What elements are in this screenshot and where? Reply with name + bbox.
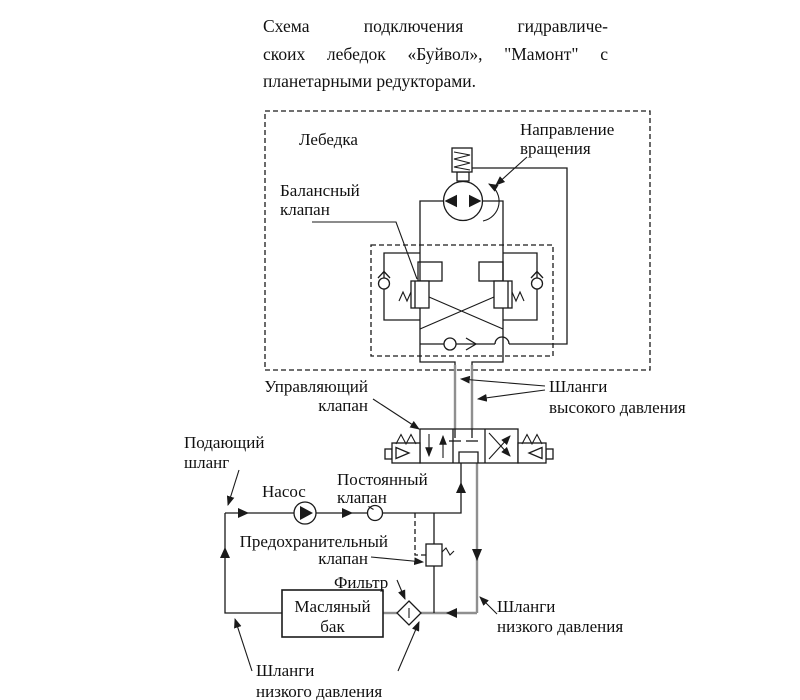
hp-hoses-label-2: высокого давления	[549, 398, 686, 417]
supply-circuit-lines	[224, 463, 462, 614]
title-line-2: скоих лебедок «Буйвол», "Мамонт" с	[263, 43, 608, 64]
rotation-label-2: вращения	[520, 139, 591, 158]
relief-valve-label-2: клапан	[318, 549, 368, 568]
rotation-arrow-icon	[482, 183, 500, 222]
hp-hoses-leader-2	[476, 389, 546, 402]
relief-valve-leader	[370, 556, 425, 565]
filter-icon	[396, 600, 422, 626]
filter-leader	[396, 579, 406, 601]
winch-label: Лебедка	[299, 130, 358, 149]
balance-valve-label-2: клапан	[280, 200, 330, 219]
brake-pilot-line	[472, 167, 568, 345]
lp-hoses-bottom-leader-1	[234, 617, 253, 672]
control-valve-leader	[372, 398, 420, 430]
supply-hose-label-2: шланг	[184, 453, 229, 472]
control-valve-label-1: Управляющий	[264, 377, 368, 396]
balance-valve-block-icon	[370, 244, 554, 357]
hp-hoses-label-1: Шланги	[549, 377, 607, 396]
supply-hose-leader	[226, 469, 240, 507]
flow-arrow-up-icon	[220, 547, 230, 558]
relief-valve-label-1: Предохранительный	[240, 532, 388, 551]
flow-arrow-right-icon	[342, 508, 353, 518]
filter-label: Фильтр	[334, 573, 388, 592]
balance-valve-label-1: Балансный	[280, 181, 360, 200]
lp-hoses-bottom-label-2: низкого давления	[256, 682, 382, 700]
title-line-1: Схема подключения гидравличе-	[263, 16, 608, 36]
lp-hoses-right-label-1: Шланги	[497, 597, 555, 616]
rotation-label-1: Направление	[520, 120, 614, 139]
oil-tank-label-2: бак	[320, 617, 345, 636]
constant-valve-icon	[366, 504, 384, 522]
flow-arrow-left-icon	[446, 608, 457, 618]
labels: Направление вращения Балансный клапан Уп…	[184, 120, 686, 700]
control-valve-icon	[384, 428, 554, 464]
hydraulic-motor-icon	[442, 147, 500, 222]
oil-tank: Масляный бак	[281, 589, 384, 638]
winch-box: Лебедка	[264, 110, 651, 371]
high-pressure-hose-lines	[453, 365, 474, 429]
pump-label: Насос	[262, 482, 306, 501]
pump-icon	[293, 501, 317, 525]
control-valve-label-2: клапан	[318, 396, 368, 415]
lp-hoses-right-label-2: низкого давления	[497, 617, 623, 636]
title-line-3: планетарными редукторами.	[263, 71, 477, 91]
lp-hoses-right-leader	[479, 596, 498, 615]
relief-valve-icon	[425, 543, 455, 567]
oil-tank-label-1: Масляный	[294, 597, 370, 616]
constant-valve-label-2: клапан	[337, 488, 387, 507]
relief-pilot-line	[414, 513, 426, 556]
flow-arrow-down-icon	[472, 549, 482, 561]
constant-valve-label-1: Постоянный	[337, 470, 428, 489]
flow-arrows	[220, 482, 482, 618]
lp-hoses-bottom-label-1: Шланги	[256, 661, 314, 680]
flow-arrow-right-icon	[238, 508, 249, 518]
lp-hoses-bottom-leader-2	[397, 620, 420, 672]
flow-arrow-up-icon	[456, 482, 466, 493]
hp-hoses-leader-1	[459, 375, 546, 387]
balance-valve-leader	[312, 221, 418, 280]
supply-hose-label-1: Подающий	[184, 433, 264, 452]
page-title: Схема подключения гидравличе- скоих лебе…	[263, 13, 608, 96]
rotation-leader	[495, 156, 528, 186]
